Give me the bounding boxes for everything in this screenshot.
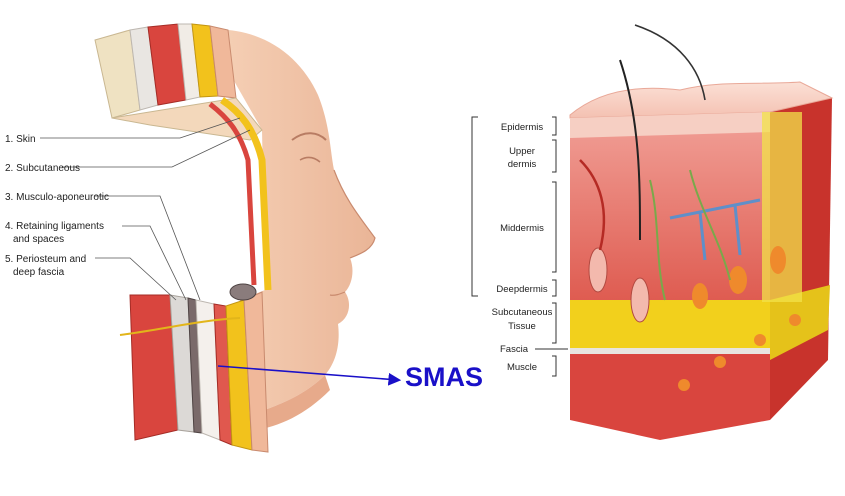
hair-strand-1 — [619, 59, 641, 241]
eye — [299, 156, 321, 163]
fat-cell-2 — [714, 356, 726, 368]
face-illustration — [40, 23, 376, 453]
cheek-structure — [229, 283, 257, 301]
fat-lobule-1 — [729, 266, 747, 294]
fat-lobule-2 — [692, 283, 708, 309]
smas-arrow — [217, 365, 402, 386]
label-subcutaneous-tissue: Subcutaneous — [492, 307, 553, 318]
label-skin: 1. Skin — [5, 134, 36, 145]
smas-label: SMAS — [405, 362, 483, 392]
hair-strand-2 — [634, 24, 706, 101]
left-labels: 1. Skin 2. Subcutaneous 3. Musculo-apone… — [5, 134, 109, 278]
lower-layer-skin — [243, 291, 269, 453]
vessel-blue — [669, 198, 761, 261]
label-retaining-ligaments-line2: and spaces — [13, 234, 64, 245]
label-fascia: Fascia — [500, 344, 529, 355]
leader-lines — [40, 117, 251, 301]
muscle-region — [570, 354, 770, 440]
mouth-line — [329, 291, 346, 296]
label-periosteum-line2: deep fascia — [13, 267, 65, 278]
label-musculo-aponeurotic: 3. Musculo-aponeurotic — [5, 192, 109, 203]
fat-cell-1 — [678, 379, 690, 391]
label-periosteum: 5. Periosteum and — [5, 254, 86, 265]
label-middermis: Middermis — [500, 223, 544, 234]
nose-line — [333, 169, 376, 259]
smas-callout: SMAS — [217, 362, 483, 392]
highlight-column — [762, 112, 802, 302]
label-subcutaneous: 2. Subcutaneous — [5, 163, 80, 174]
label-epidermis: Epidermis — [501, 122, 543, 133]
right-labels: Epidermis Upper dermis Middermis Deepder… — [492, 122, 553, 373]
gland-1 — [588, 247, 608, 293]
label-upper-dermis: Upper — [509, 146, 535, 157]
vessel-red — [579, 159, 606, 251]
upper-band-yellow — [220, 97, 272, 291]
label-upper-dermis-line2: dermis — [508, 159, 537, 170]
fat-cell-4 — [789, 314, 801, 326]
gland-2 — [630, 277, 650, 323]
epidermis-band — [570, 112, 770, 138]
layer-brackets — [471, 116, 568, 377]
fat-cell-3 — [754, 334, 766, 346]
fascia-region — [570, 348, 770, 354]
label-muscle: Muscle — [507, 362, 537, 373]
skin-block — [471, 24, 834, 440]
label-deepdermis: Deepdermis — [496, 284, 547, 295]
epidermis-top — [569, 81, 834, 119]
label-retaining-ligaments: 4. Retaining ligaments — [5, 221, 104, 232]
label-subcutaneous-tissue-line2: Tissue — [508, 321, 536, 332]
nerve-line — [119, 317, 241, 336]
subcutaneous-region — [570, 300, 770, 350]
fat-lobule-3 — [770, 246, 786, 274]
eyebrow — [291, 132, 327, 141]
vessel-green — [649, 169, 731, 301]
upper-band-red — [208, 102, 257, 286]
